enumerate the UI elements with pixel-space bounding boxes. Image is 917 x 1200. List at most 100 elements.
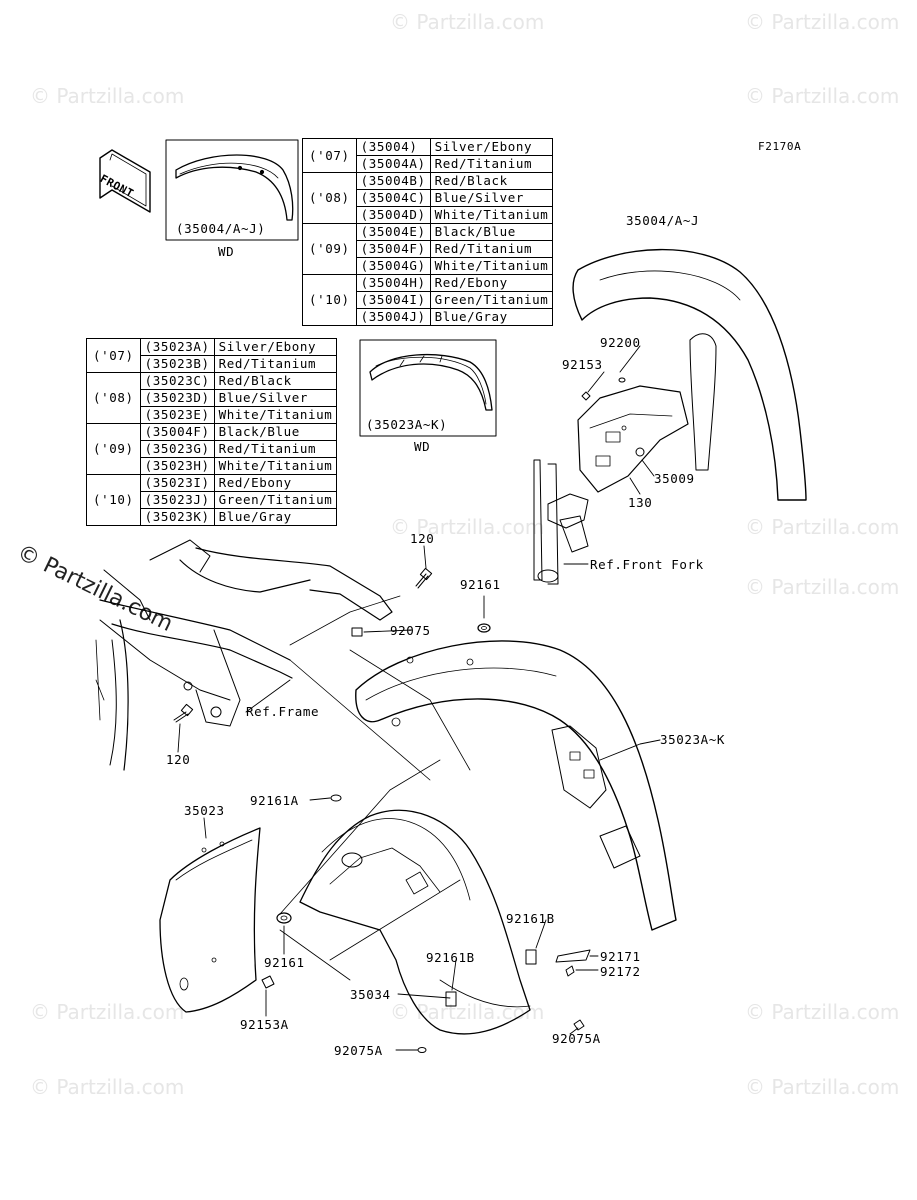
part-number: (35004H): [355, 274, 431, 292]
year-cell: ('09): [86, 423, 141, 475]
bolt-92153: [581, 391, 591, 401]
inset-rear-label: (35023A~K): [366, 417, 448, 432]
watermark: © Partzilla.com: [745, 1000, 900, 1024]
callout-35023A-K[interactable]: 35023A~K: [660, 732, 726, 747]
figure-code: F2170A: [758, 140, 802, 153]
mudflap: [159, 827, 261, 1013]
color-name: Red/Black: [213, 372, 338, 390]
watermark: © Partzilla.com: [30, 1075, 185, 1099]
leader-lines: [279, 595, 471, 981]
callout-ref-front-fork[interactable]: Ref.Front Fork: [590, 557, 704, 572]
part-number: (35004C): [355, 189, 431, 207]
year-cell: ('09): [302, 223, 357, 275]
inset-rear-caption: WD: [414, 439, 431, 454]
callout-92161B-right[interactable]: 92161B: [506, 911, 555, 926]
washer-92161-mid: [276, 912, 292, 924]
color-name: White/Titanium: [213, 457, 338, 475]
callout-130[interactable]: 130: [628, 495, 653, 510]
callout-92161-top[interactable]: 92161: [460, 577, 501, 592]
rear-fender-color-table: ('07) (35023A) Silver/Ebony (35023B) Red…: [86, 338, 338, 526]
inset-front-fender: [165, 139, 299, 241]
front-arrow-icon: [99, 149, 151, 213]
callout-92153A[interactable]: 92153A: [240, 1017, 289, 1032]
color-name: White/Titanium: [429, 257, 554, 275]
part-number: (35023B): [139, 355, 215, 373]
callout-92161A[interactable]: 92161A: [250, 793, 299, 808]
callout-92161-mid[interactable]: 92161: [264, 955, 305, 970]
part-number: (35004G): [355, 257, 431, 275]
inset-front-label: (35004/A~J): [176, 221, 266, 236]
color-name: Silver/Ebony: [429, 138, 554, 156]
color-name: Blue/Silver: [429, 189, 554, 207]
bolt-120-top: [415, 567, 433, 589]
color-name: White/Titanium: [429, 206, 554, 224]
front-fender-color-table: ('07) (35004) Silver/Ebony (35004A) Red/…: [302, 138, 554, 326]
pad-92161A: [330, 794, 342, 802]
nut-92172: [565, 965, 575, 977]
part-number: (35004E): [355, 223, 431, 241]
bolt-92153A: [261, 975, 275, 989]
callout-35009[interactable]: 35009: [654, 471, 695, 486]
callout-120-bottom[interactable]: 120: [166, 752, 191, 767]
callout-120-top[interactable]: 120: [410, 531, 435, 546]
callout-ref-frame[interactable]: Ref.Frame: [246, 704, 320, 719]
callout-leaders: [177, 345, 661, 1051]
color-name: Black/Blue: [213, 423, 338, 441]
watermark: © Partzilla.com: [390, 10, 545, 34]
callout-35034[interactable]: 35034: [350, 987, 391, 1002]
washer-92200: [618, 377, 626, 383]
part-number: (35004J): [355, 308, 431, 326]
color-name: Blue/Gray: [429, 308, 554, 326]
part-number: (35023A): [139, 338, 215, 356]
callout-92153[interactable]: 92153: [562, 357, 603, 372]
part-number: (35023G): [139, 440, 215, 458]
part-number: (35004F): [355, 240, 431, 258]
part-number: (35023H): [139, 457, 215, 475]
year-cell: ('10): [86, 474, 141, 526]
inset-rear-fender: [359, 339, 497, 437]
year-cell: ('07): [86, 338, 141, 373]
part-number: (35004F): [139, 423, 215, 441]
callout-35004[interactable]: 35004/A~J: [626, 213, 700, 228]
color-name: Red/Ebony: [429, 274, 554, 292]
part-number: (35023C): [139, 372, 215, 390]
inset-front-caption: WD: [218, 244, 235, 259]
callout-92075[interactable]: 92075: [390, 623, 431, 638]
watermark: © Partzilla.com: [30, 1000, 185, 1024]
part-number: (35004): [355, 138, 431, 156]
part-number: (35004D): [355, 206, 431, 224]
callout-35023[interactable]: 35023: [184, 803, 225, 818]
rear-fender: [355, 640, 677, 931]
part-number: (35004A): [355, 155, 431, 173]
color-name: Red/Titanium: [213, 440, 338, 458]
callout-92075A-bottom[interactable]: 92075A: [334, 1043, 383, 1058]
watermark: © Partzilla.com: [745, 575, 900, 599]
color-name: Green/Titanium: [213, 491, 338, 509]
year-cell: ('08): [302, 172, 357, 224]
callout-92171[interactable]: 92171: [600, 949, 641, 964]
callout-92172[interactable]: 92172: [600, 964, 641, 979]
color-name: Red/Ebony: [213, 474, 338, 492]
watermark: © Partzilla.com: [390, 1000, 545, 1024]
part-number: (35023D): [139, 389, 215, 407]
color-name: Red/Black: [429, 172, 554, 190]
color-name: Silver/Ebony: [213, 338, 338, 356]
watermark: © Partzilla.com: [745, 10, 900, 34]
color-name: Blue/Silver: [213, 389, 338, 407]
watermark: © Partzilla.com: [30, 84, 185, 108]
callout-92161B-mid[interactable]: 92161B: [426, 950, 475, 965]
part-number: (35023E): [139, 406, 215, 424]
color-name: Black/Blue: [429, 223, 554, 241]
callout-92200[interactable]: 92200: [600, 335, 641, 350]
front-fender: [572, 248, 807, 501]
pad-92161B: [445, 949, 537, 1007]
watermark: © Partzilla.com: [745, 84, 900, 108]
bolt-120-bottom: [173, 703, 194, 723]
callout-92075A-right[interactable]: 92075A: [552, 1031, 601, 1046]
color-name: White/Titanium: [213, 406, 338, 424]
year-cell: ('10): [302, 274, 357, 326]
part-number: (35023K): [139, 508, 215, 526]
grommet-92075: [351, 627, 363, 637]
color-name: Red/Titanium: [213, 355, 338, 373]
